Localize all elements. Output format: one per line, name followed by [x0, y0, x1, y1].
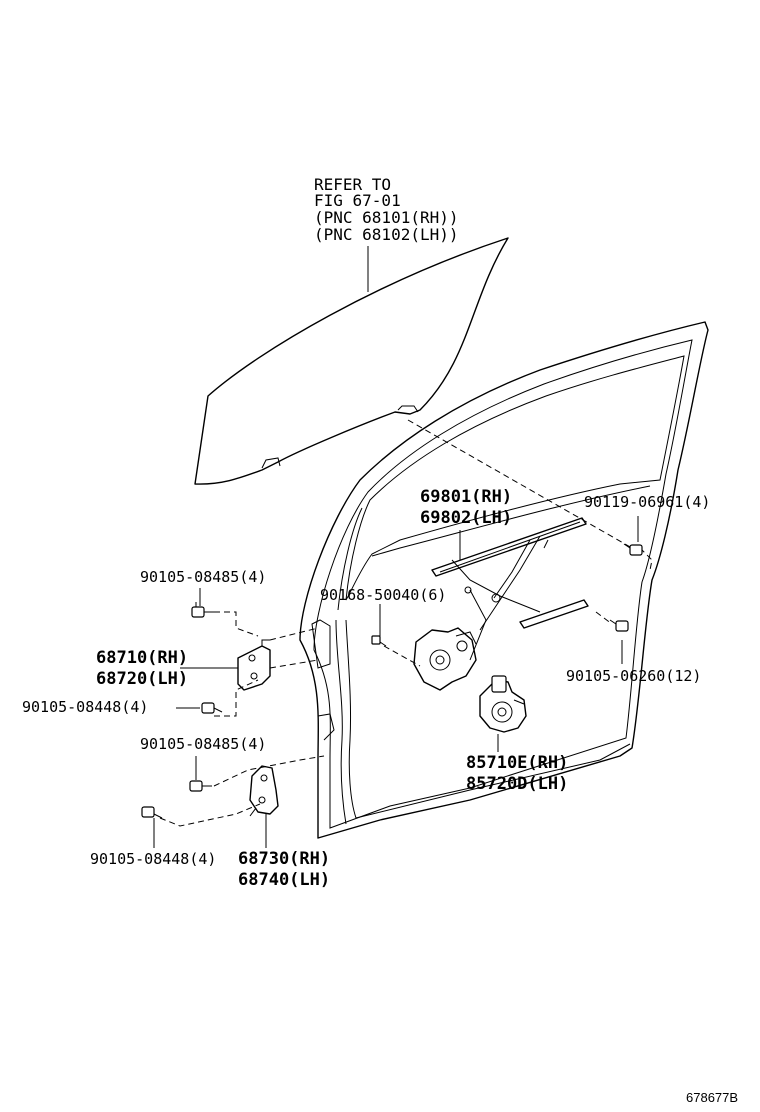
label-bolt-90168: 90168-50040(6) [320, 586, 446, 604]
lower-hinge[interactable] [249, 765, 279, 817]
door-frame[interactable] [299, 321, 709, 839]
label-motor-rh: 85710E(RH) [466, 753, 568, 773]
power-window-motor[interactable] [479, 675, 527, 733]
label-bolt-90105-08448-bottom: 90105-08448(4) [90, 850, 216, 868]
label-motor-lh: 85720D(LH) [466, 774, 568, 794]
label-bolt-90105-08448-top: 90105-08448(4) [22, 698, 148, 716]
svg-text:(PNC 68102(LH)): (PNC 68102(LH)) [314, 225, 459, 244]
window-regulator[interactable] [431, 517, 589, 661]
label-bolt-90105-06260: 90105-06260(12) [566, 667, 701, 685]
reference-lines [159, 419, 653, 827]
svg-text:REFER TO: REFER TO [314, 175, 391, 194]
svg-text:FIG 67-01: FIG 67-01 [314, 191, 401, 210]
door-glass[interactable] [194, 237, 509, 485]
upper-hinge[interactable] [237, 639, 271, 691]
bolt-icon[interactable] [191, 602, 214, 618]
svg-text:(PNC 68101(RH)): (PNC 68101(RH)) [314, 208, 459, 227]
bolt-icon[interactable] [371, 635, 387, 647]
bolt-icon[interactable] [623, 543, 643, 556]
bolt-icon[interactable] [201, 702, 223, 714]
label-bolt-90105-08485-bottom: 90105-08485(4) [140, 735, 266, 753]
regulator-gearbox[interactable] [413, 627, 477, 691]
bolt-icon[interactable] [189, 780, 212, 792]
label-bolt-90119: 90119-06961(4) [584, 493, 710, 511]
label-hinge-lower-lh: 68740(LH) [238, 870, 330, 890]
figure-id: 678677B [686, 1090, 738, 1105]
label-regulator-lh: 69802(LH) [420, 508, 512, 528]
label-hinge-lower-rh: 68730(RH) [238, 849, 330, 869]
label-regulator-rh: 69801(RH) [420, 487, 512, 507]
refer-note: REFER TO FIG 67-01 (PNC 68101(RH)) (PNC … [314, 175, 459, 244]
label-bolt-90105-08485-top: 90105-08485(4) [140, 568, 266, 586]
bolt-icon[interactable] [141, 806, 163, 819]
leader-lines [153, 246, 639, 848]
label-hinge-upper-rh: 68710(RH) [96, 648, 188, 668]
label-hinge-upper-lh: 68720(LH) [96, 669, 188, 689]
bolt-icon[interactable] [609, 619, 629, 632]
